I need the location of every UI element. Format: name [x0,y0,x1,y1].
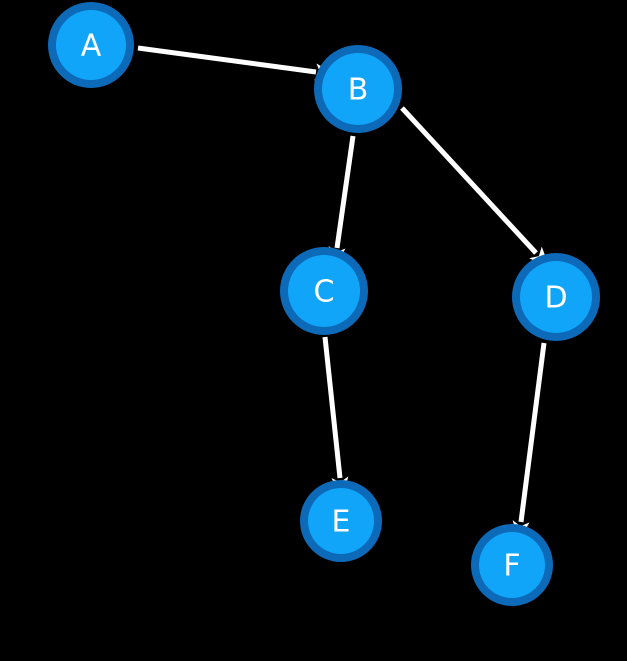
node-a[interactable]: A [48,2,134,88]
edge-c-to-e[interactable] [322,336,349,499]
node-c-fill [288,255,360,327]
edge-d-to-f[interactable] [512,342,547,543]
node-f[interactable]: F [471,524,553,606]
node-a-fill [56,10,126,80]
node-c[interactable]: C [280,247,368,335]
node-b-fill [322,53,394,125]
edge-b-to-d[interactable] [400,106,550,268]
node-f-fill [479,532,545,598]
edge-layer [137,45,550,543]
node-e-fill [308,488,374,554]
node-d-fill [520,261,592,333]
node-d[interactable]: D [512,253,600,341]
node-b[interactable]: B [314,45,402,133]
edge-a-to-b[interactable] [137,45,337,81]
edge-b-to-c[interactable] [328,135,356,269]
node-e[interactable]: E [300,480,382,562]
